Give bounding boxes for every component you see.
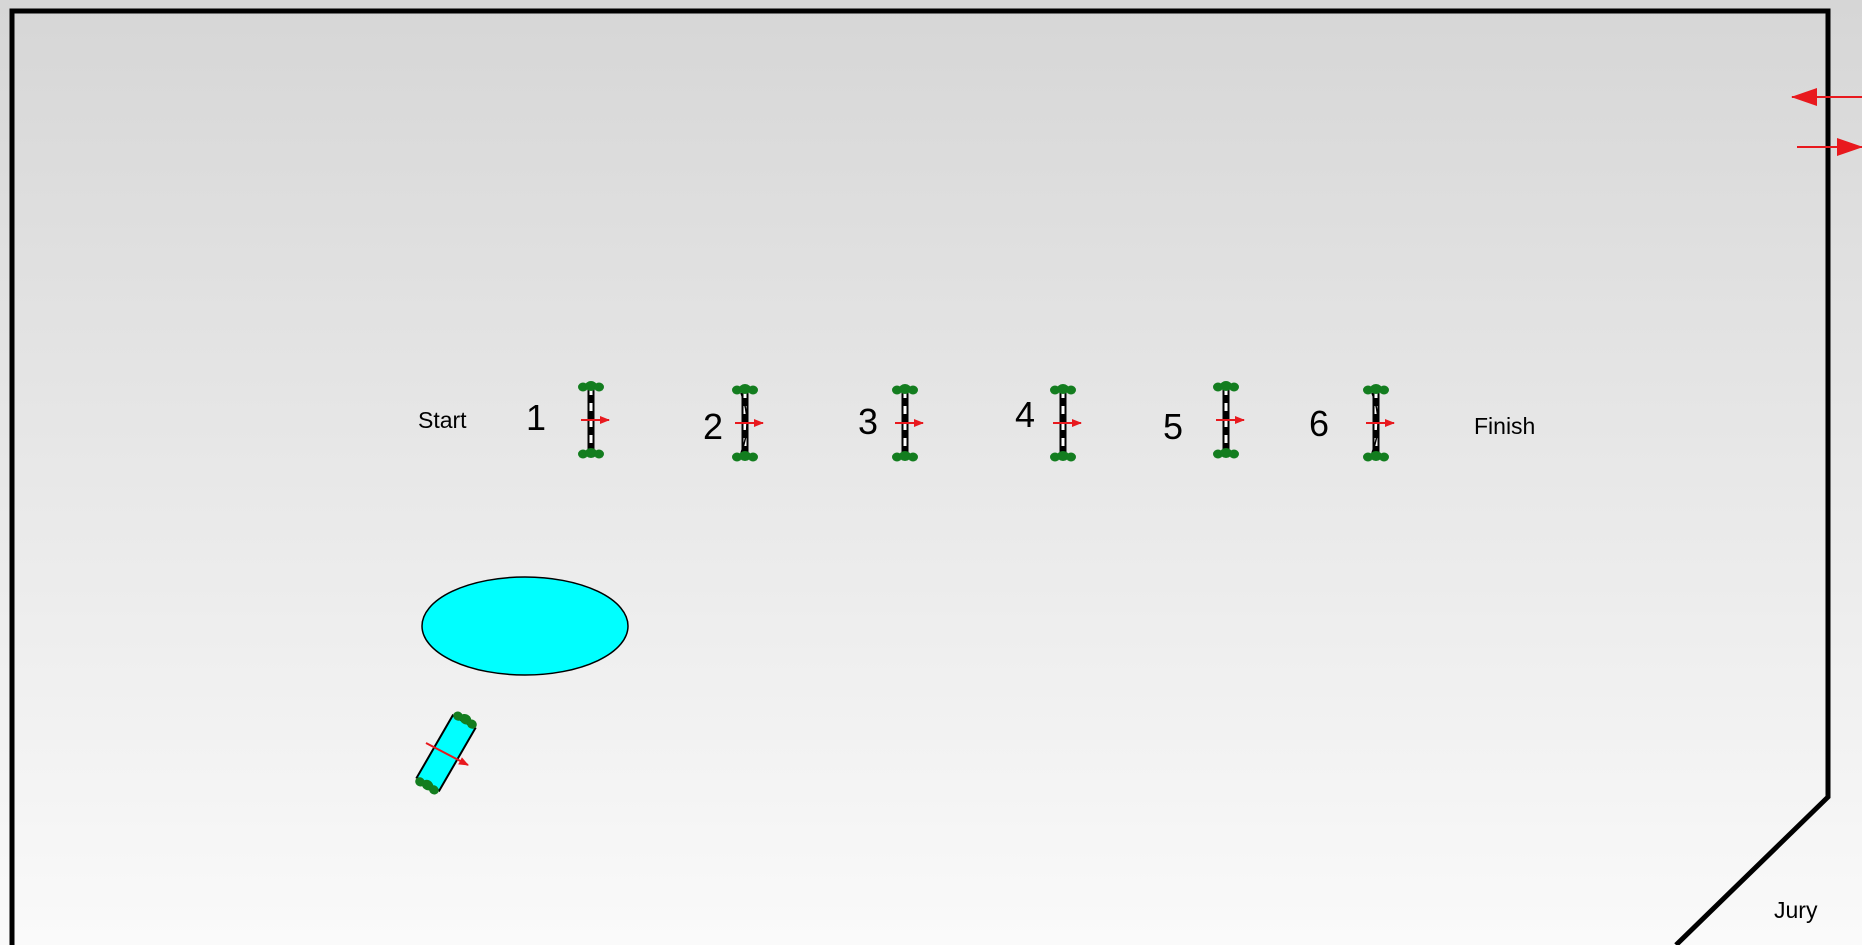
arena-wall bbox=[9, 8, 1831, 945]
water-jump bbox=[421, 576, 629, 676]
fence-2 bbox=[732, 384, 764, 462]
fence-number-4: 4 bbox=[1015, 394, 1035, 435]
direction-arrow bbox=[425, 742, 469, 766]
fence-4 bbox=[1050, 384, 1082, 462]
oxer-obstacle bbox=[413, 708, 480, 797]
fence-number-1: 1 bbox=[526, 397, 546, 438]
finish-label: Finish bbox=[1474, 413, 1535, 439]
fence-5 bbox=[1213, 381, 1245, 459]
fence-1 bbox=[578, 381, 610, 459]
fence-6 bbox=[1363, 384, 1395, 462]
fence-number-3: 3 bbox=[858, 401, 878, 442]
fence-number-2: 2 bbox=[703, 406, 723, 447]
fence-number-6: 6 bbox=[1309, 403, 1329, 444]
fence-number-5: 5 bbox=[1163, 406, 1183, 447]
fence-3 bbox=[892, 384, 924, 462]
jury-label: Jury bbox=[1774, 897, 1818, 923]
start-label: Start bbox=[418, 407, 467, 433]
